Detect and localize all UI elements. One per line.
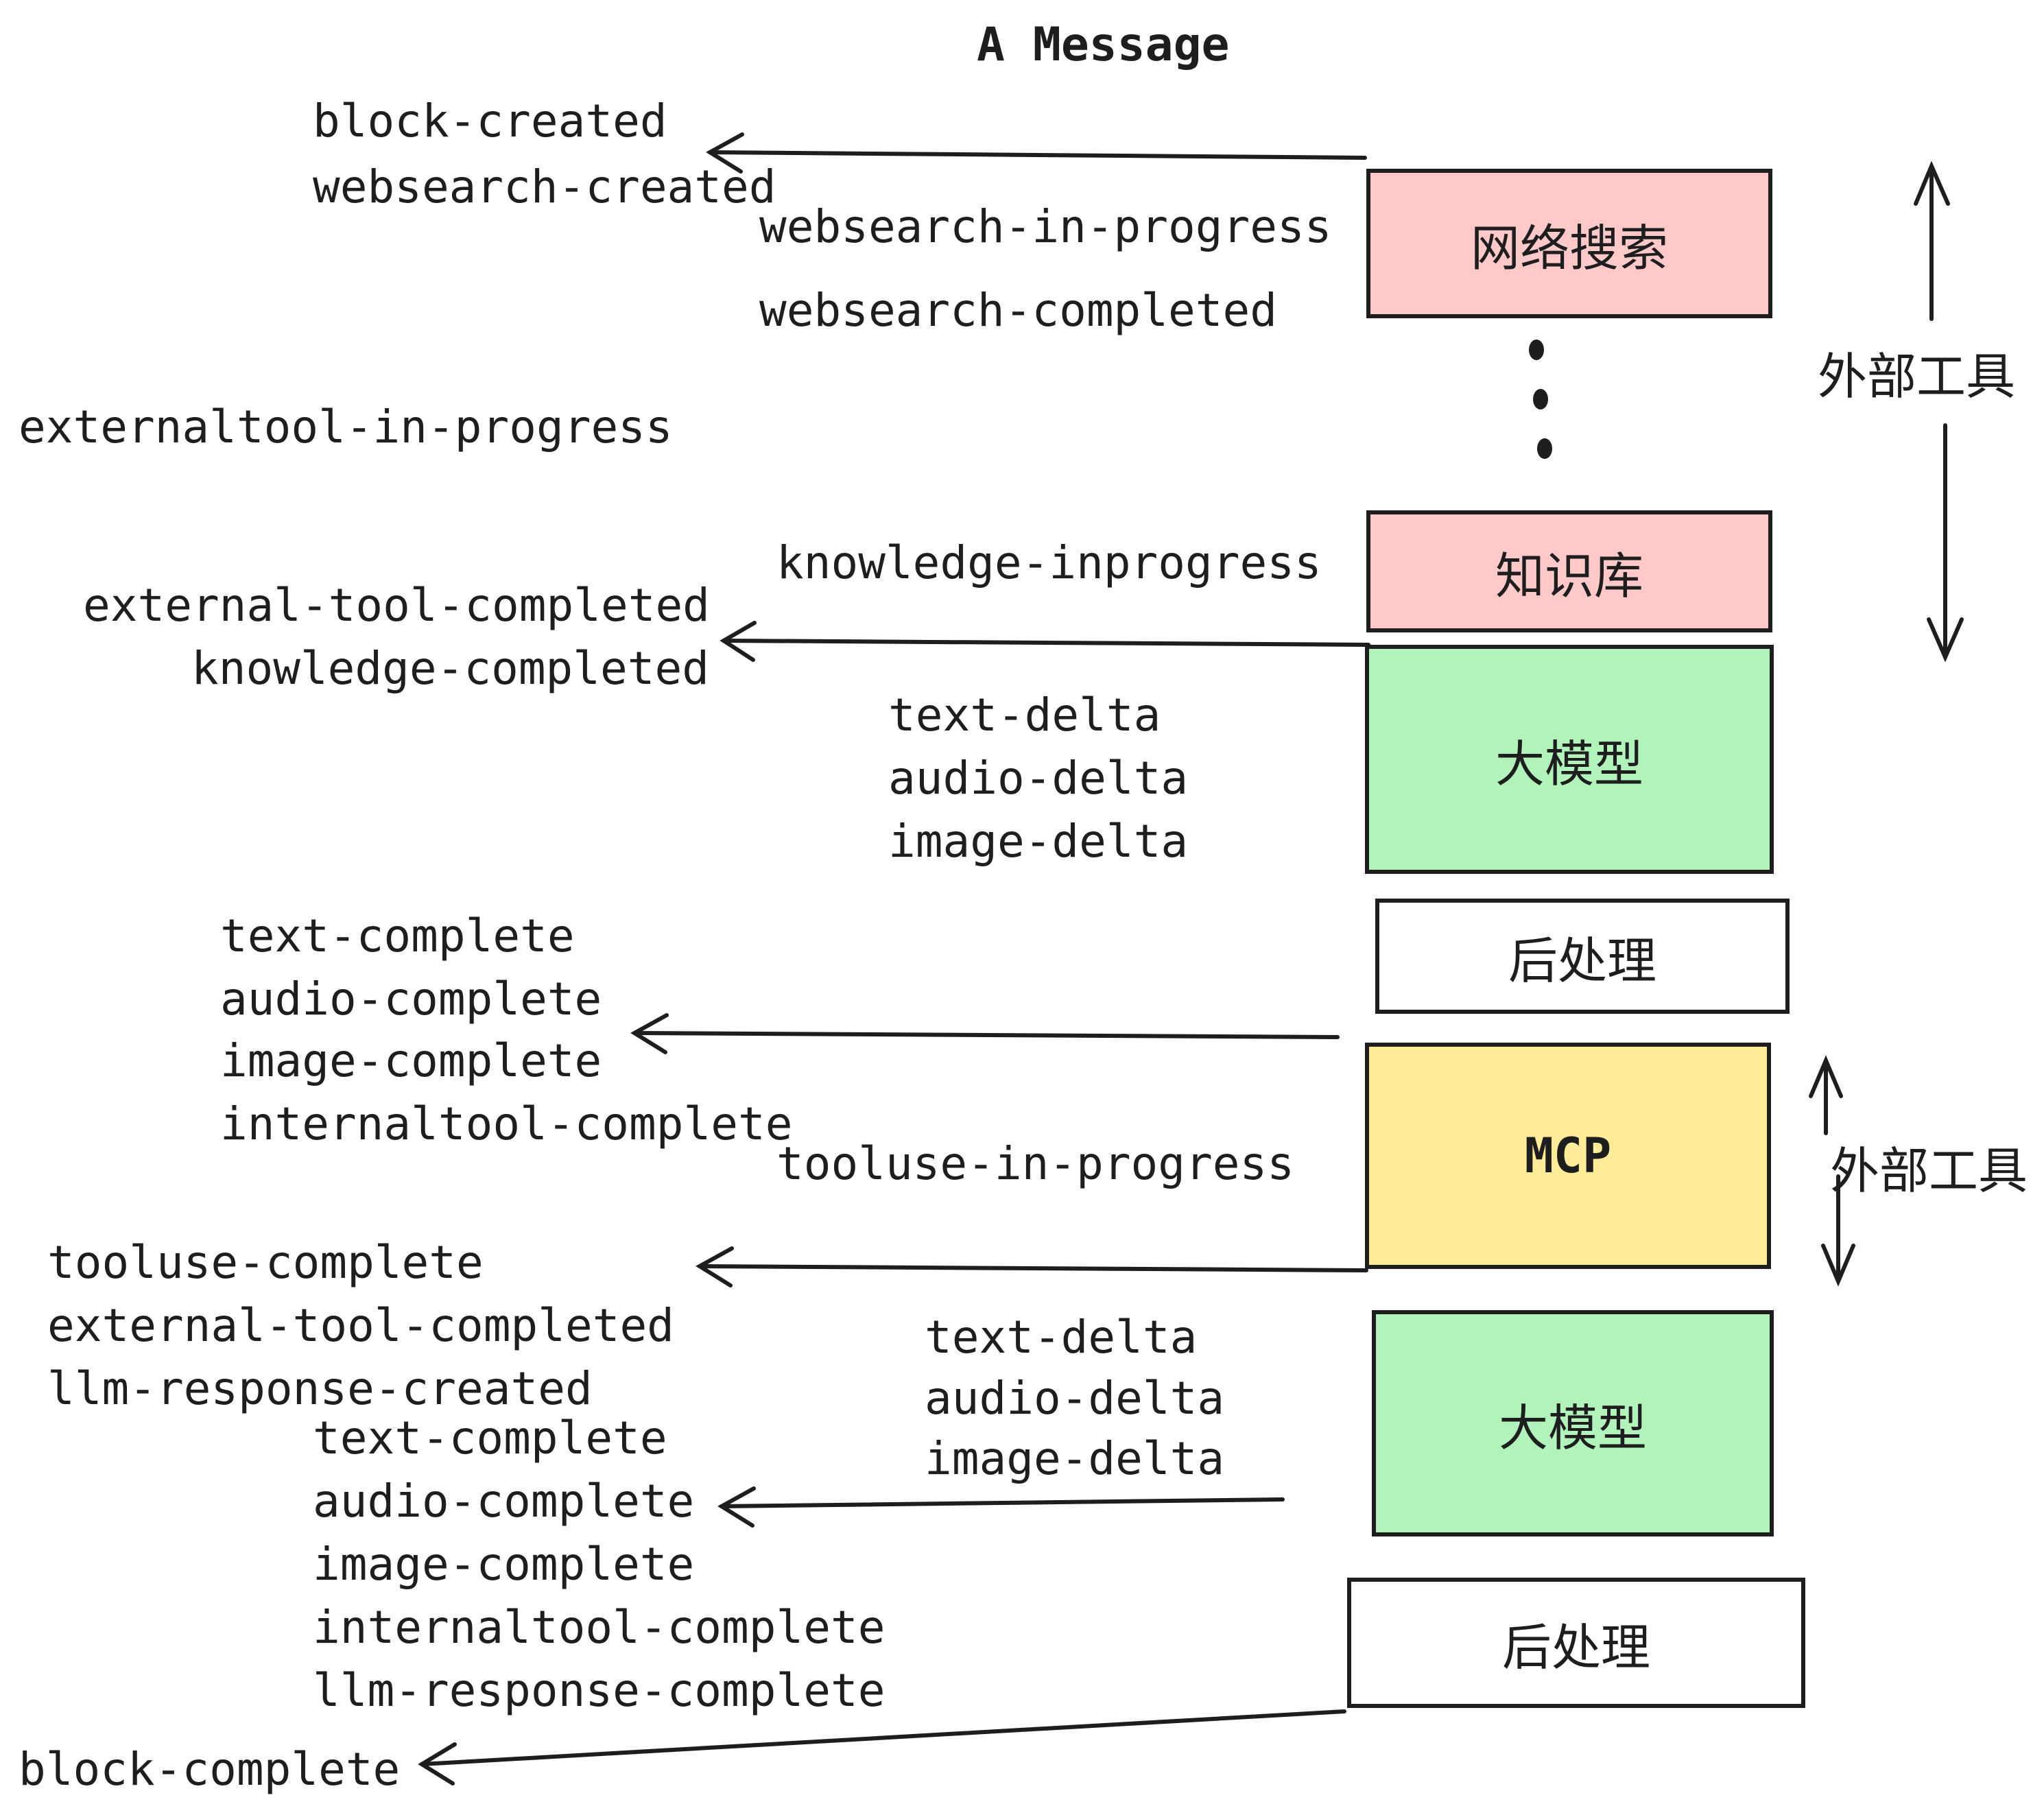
box-post-processing-1: 后处理 [1375,899,1790,1014]
arrow-to-audio-complete [717,1486,1285,1528]
box-post-processing-2: 后处理 [1347,1578,1805,1708]
box-llm-1-label: 大模型 [1495,735,1643,793]
event-audio-complete-1: audio-complete [220,973,602,1025]
event-websearch-completed: websearch-completed [759,284,1277,337]
annotation-external-tools-2: 外部工具 [1830,1142,2028,1200]
box-llm-1: 大模型 [1365,645,1774,874]
box-post-processing-1-label: 后处理 [1508,931,1656,990]
event-llm-response-complete: llm-response-complete [313,1664,886,1717]
box-mcp-label: MCP [1524,1128,1612,1184]
event-image-delta-2: image-delta [925,1432,1225,1485]
box-post-processing-2-label: 后处理 [1501,1618,1650,1676]
event-block-created: block-created [313,95,667,147]
arrow-to-knowledge-completed [720,621,1370,662]
box-websearch-label: 网络搜索 [1470,219,1668,277]
event-websearch-created: websearch-created [313,161,776,213]
event-externaltool-in-progress: externaltool-in-progress [19,401,673,453]
arrow-to-tooluse-complete [696,1246,1368,1287]
external-tools-1-down-arrow [1927,423,1964,663]
event-knowledge-completed: knowledge-completed [191,642,709,695]
event-tooluse-complete: tooluse-complete [47,1236,484,1289]
box-websearch: 网络搜索 [1366,169,1772,318]
external-tools-2-down-arrow [1821,1174,1855,1287]
event-text-complete-1: text-complete [220,910,575,962]
event-external-tool-completed-2: external-tool-completed [47,1299,674,1352]
event-websearch-in-progress: websearch-in-progress [759,200,1332,253]
event-text-complete-2: text-complete [313,1412,667,1464]
event-external-tool-completed-1: external-tool-completed [83,579,710,632]
box-llm-2: 大模型 [1372,1310,1774,1536]
arrow-to-image-complete [630,1013,1340,1054]
diagram-title: A Message [977,18,1230,72]
event-internaltool-complete-2: internaltool-complete [313,1601,886,1654]
event-image-delta-1: image-delta [888,815,1189,868]
event-knowledge-inprogress: knowledge-inprogress [776,536,1322,589]
event-image-complete-2: image-complete [313,1538,695,1591]
event-audio-delta-2: audio-delta [925,1372,1225,1425]
event-text-delta-2: text-delta [925,1311,1198,1364]
event-tooluse-in-progress: tooluse-in-progress [776,1137,1294,1190]
annotation-external-tools-1: 外部工具 [1818,348,2016,405]
box-knowledge: 知识库 [1366,510,1772,632]
event-internaltool-complete-1: internaltool-complete [220,1097,793,1150]
arrow-to-block-complete [418,1709,1346,1785]
event-audio-delta-1: audio-delta [888,752,1189,805]
arrow-to-block-created [706,132,1367,174]
external-tools-2-up-arrow [1809,1055,1843,1135]
event-audio-complete-2: audio-complete [313,1475,695,1528]
ellipsis-dots [1529,340,1552,459]
event-block-complete: block-complete [19,1743,401,1796]
box-knowledge-label: 知识库 [1495,547,1643,605]
external-tools-1-up-arrow [1914,161,1950,321]
event-text-delta-1: text-delta [888,689,1161,741]
box-llm-2-label: 大模型 [1498,1399,1647,1457]
event-image-complete-1: image-complete [220,1034,602,1087]
event-llm-response-created: llm-response-created [47,1362,593,1415]
box-mcp: MCP [1365,1043,1771,1269]
